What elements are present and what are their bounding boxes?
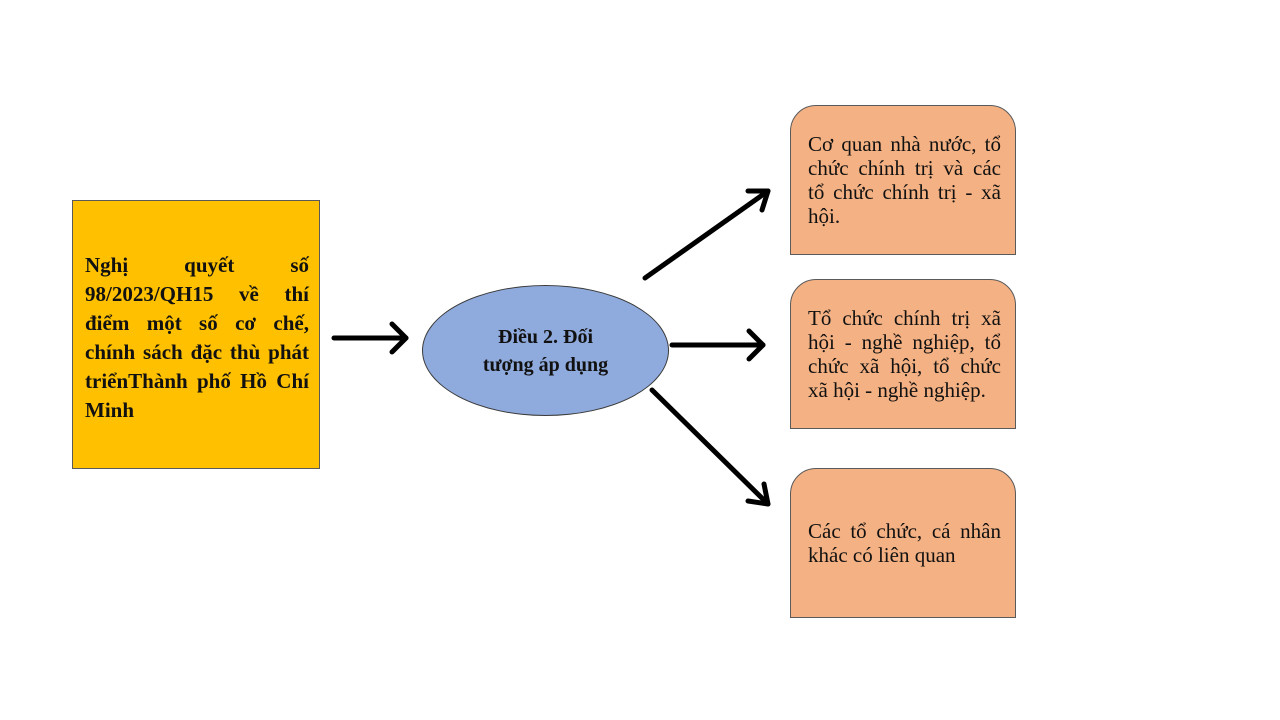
target-box-3: Các tổ chức, cá nhân khác có liên quan [790,468,1016,618]
arrow-center-to-target-1 [642,188,771,281]
source-resolution-box: Nghị quyết số 98/2023/QH15 về thí điểm m… [72,200,320,469]
target-box-2: Tổ chức chính trị xã hội - nghề nghiệp, … [790,279,1016,429]
center-text: Điều 2. Đối tượng áp dụng [482,325,609,376]
source-text: Nghị quyết số 98/2023/QH15 về thí điểm m… [85,253,309,422]
target-text-2: Tổ chức chính trị xã hội - nghề nghiệp, … [808,306,1001,402]
arrow-center-to-target-3 [649,387,771,507]
arrow-center-to-target-2 [669,328,766,362]
target-text-3: Các tổ chức, cá nhân khác có liên quan [808,519,1001,567]
center-ellipse: Điều 2. Đối tượng áp dụng [422,285,669,416]
arrow-source-to-center [331,321,409,355]
target-box-1: Cơ quan nhà nước, tổ chức chính trị và c… [790,105,1016,255]
target-text-1: Cơ quan nhà nước, tổ chức chính trị và c… [808,132,1001,228]
